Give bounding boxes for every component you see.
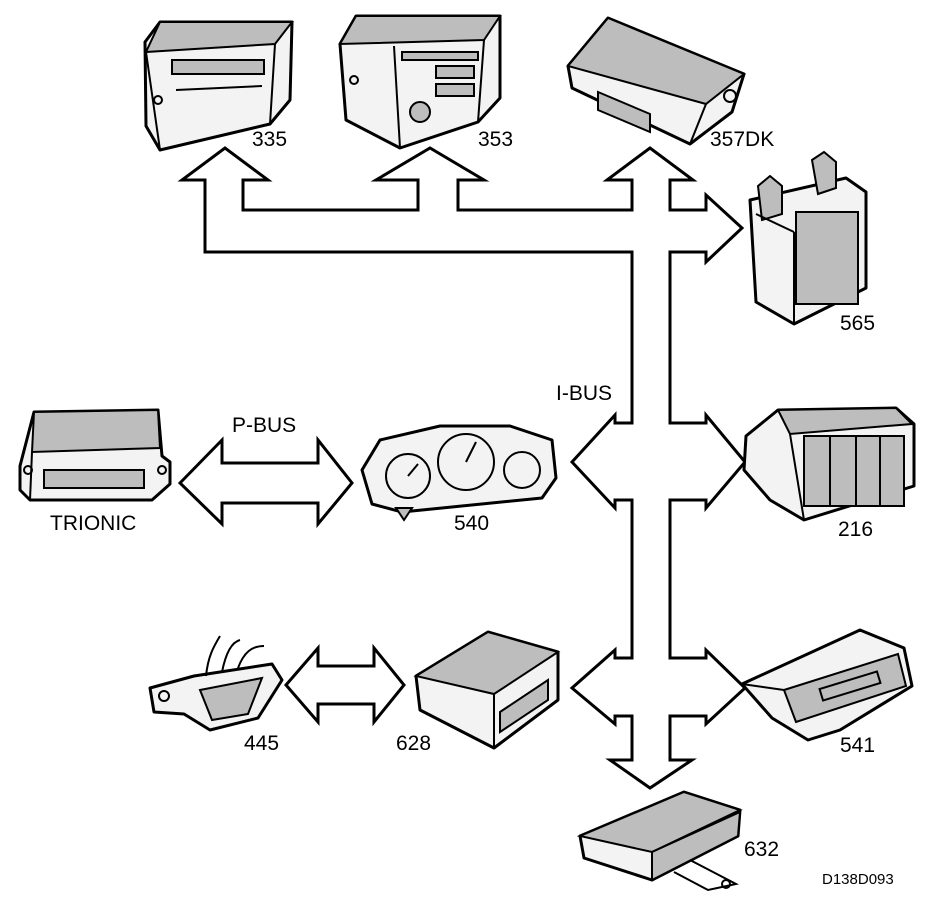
module-628-device [413, 630, 561, 750]
label-632: 632 [744, 838, 779, 861]
pbus-arrow [177, 435, 354, 529]
module-357dk-device [566, 16, 746, 146]
module-445-device [148, 635, 284, 732]
figure-id: D138D093 [822, 871, 894, 888]
label-357dk: 357DK [710, 128, 774, 151]
module-216-device [742, 406, 916, 522]
label-216: 216 [838, 518, 873, 541]
module-353-device [338, 14, 502, 150]
link-445-628-arrow [284, 643, 406, 727]
module-565-device [748, 150, 868, 326]
ibus-arrow-network [177, 146, 748, 790]
label-540: 540 [454, 512, 489, 535]
trionic-device [18, 408, 172, 502]
module-632-device [576, 790, 743, 892]
module-541-device [740, 628, 914, 742]
label-353: 353 [478, 128, 513, 151]
module-540-device [360, 424, 558, 522]
module-335-device [143, 20, 295, 152]
label-trionic: TRIONIC [50, 512, 136, 535]
label-565: 565 [840, 312, 875, 335]
label-541: 541 [840, 734, 875, 757]
label-445: 445 [244, 732, 279, 755]
label-335: 335 [252, 128, 287, 151]
label-ibus: I-BUS [556, 382, 612, 405]
label-628: 628 [396, 732, 431, 755]
label-pbus: P-BUS [232, 414, 296, 437]
